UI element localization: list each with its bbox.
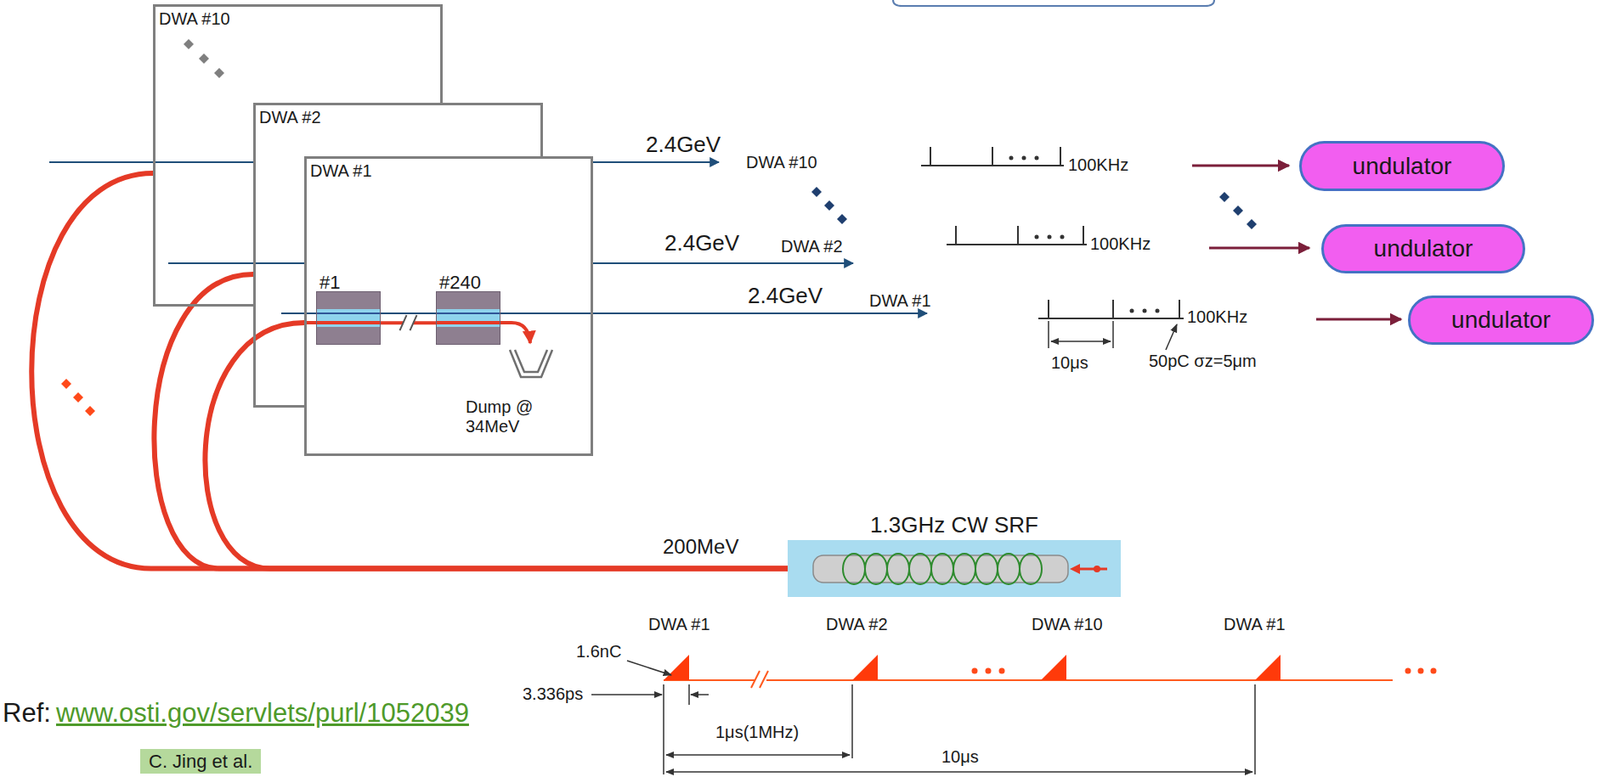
annotation: DWA #1 xyxy=(869,291,932,311)
node-label: undulator xyxy=(1344,152,1461,181)
top-frame xyxy=(893,0,1215,6)
beam-connector xyxy=(204,322,788,570)
box-fill xyxy=(304,156,594,457)
annotation: DWA #10 xyxy=(1031,615,1103,635)
cryomodule-shape xyxy=(787,540,1121,598)
annotation: DWA #2 xyxy=(825,615,888,635)
author-note: C. Jing et al. xyxy=(140,749,261,775)
annotation: 200MeV xyxy=(662,535,739,560)
annotation: 2.4GeV xyxy=(664,231,740,257)
undulator-box: undulator xyxy=(1407,295,1595,345)
dielectric-structure: #240 xyxy=(435,270,501,345)
node-label: #240 xyxy=(435,270,485,295)
break-mark xyxy=(751,671,769,689)
beam-connector xyxy=(31,173,788,570)
annotation: Ref: xyxy=(2,698,51,730)
node-label: DWA #10 xyxy=(155,6,234,31)
annotation: 10μs xyxy=(1051,353,1089,374)
beam-connector xyxy=(380,315,436,331)
node-label: #1 xyxy=(316,270,344,295)
beam-to-dump xyxy=(498,322,531,344)
undulator-box: undulator xyxy=(1299,141,1505,192)
node-label: DWA #1 xyxy=(306,158,376,183)
reference-link: www.osti.gov/servlets/purl/1052039 xyxy=(56,698,470,730)
cryomodule-drawing xyxy=(787,540,1121,598)
dimension xyxy=(1048,321,1177,351)
node-label: undulator xyxy=(1365,235,1482,263)
beam-connector xyxy=(153,274,788,570)
annotation: 1.6nC xyxy=(576,642,622,662)
dimension xyxy=(591,661,1256,775)
annotation: 10μs xyxy=(941,747,979,768)
annotation: DWA #1 xyxy=(1223,615,1286,635)
timeline-dots xyxy=(972,668,1437,675)
annotation: DWA #2 xyxy=(780,237,843,257)
annotation: 100KHz xyxy=(1090,234,1151,255)
dielectric-structure: #1 xyxy=(316,270,381,345)
annotation: 1μs(1MHz) xyxy=(715,723,799,743)
ellipsis-diamonds xyxy=(61,378,96,417)
ellipsis-diamonds xyxy=(183,39,225,79)
undulator-box: undulator xyxy=(1321,224,1526,274)
annotation: 3.336ps xyxy=(522,684,583,705)
pulse-dots xyxy=(1009,156,1160,314)
annotation: 100KHz xyxy=(1187,307,1248,328)
srf-linac: 1.3GHz CW SRF xyxy=(787,509,1121,598)
timeline xyxy=(663,679,1393,682)
annotation: DWA #1 xyxy=(648,615,711,635)
annotation: 100KHz xyxy=(1068,155,1129,176)
structure-shape xyxy=(435,291,501,345)
node-label: DWA #2 xyxy=(255,105,325,130)
ellipsis-diamonds xyxy=(811,186,1257,230)
pulse-train xyxy=(921,146,1184,319)
annotation: 50pC σz=5μm xyxy=(1148,351,1257,372)
beam-dump xyxy=(509,350,553,378)
dwa-module-box: DWA #1 #1 #240 xyxy=(304,156,594,457)
node-label: undulator xyxy=(1442,306,1560,334)
annotation: 2.4GeV xyxy=(747,283,823,310)
structure-shape xyxy=(316,291,381,345)
annotation: 2.4GeV xyxy=(645,132,721,159)
annotation: DWA #10 xyxy=(746,152,818,173)
annotation: Dump @ 34MeV xyxy=(465,397,548,437)
node-label: 1.3GHz CW SRF xyxy=(787,509,1121,541)
